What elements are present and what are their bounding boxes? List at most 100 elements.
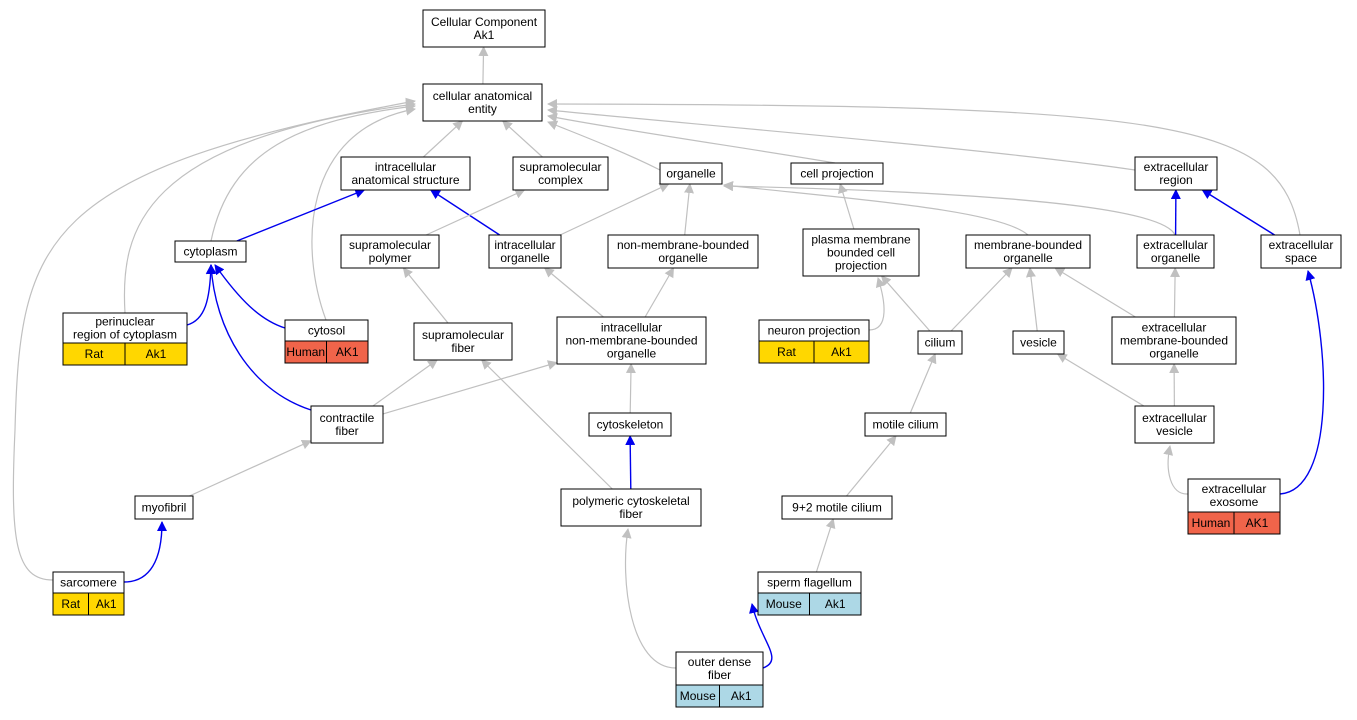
node-label: membrane-bounded (1120, 334, 1228, 348)
node-c92[interactable]: 9+2 motile cilium (781, 495, 893, 520)
edge-nmbo-to-org (684, 183, 694, 236)
species-cell: Rat (61, 597, 80, 611)
node-box (1136, 234, 1215, 269)
edge-cytosol-to-cae (311, 105, 416, 321)
node-label: fiber (619, 507, 642, 521)
edge-cilium-to-pmbcp (880, 275, 931, 332)
gene-cell-bg (813, 340, 870, 364)
node-label: non-membrane-bounded (617, 238, 749, 252)
edge-ias-to-cae (422, 120, 464, 158)
node-mc[interactable]: motile cilium (864, 412, 947, 437)
node-label: cell projection (800, 167, 873, 181)
node-box (422, 83, 543, 122)
node-label: cytosol (308, 324, 345, 338)
node-cp[interactable]: cell projection (790, 162, 884, 185)
species-cell: Rat (85, 347, 104, 361)
gene-cell: Ak1 (96, 597, 117, 611)
node-inmbo[interactable]: intracellularnon-membrane-boundedorganel… (556, 316, 707, 365)
edge-vesicle-to-mbo (1025, 267, 1038, 332)
edge-sarc-to-myo (123, 521, 167, 583)
node-label: exosome (1210, 495, 1259, 509)
node-box (556, 316, 707, 365)
node-cyto[interactable]: cytoplasm (174, 240, 247, 263)
species-cell: Rat (777, 345, 796, 359)
species-cell: Human (1192, 516, 1231, 530)
edge-np-to-pmbcp (868, 277, 886, 331)
node-label: Ak1 (474, 28, 495, 42)
node-label: complex (538, 173, 583, 187)
node-label: intracellular (494, 238, 555, 252)
node-box (340, 156, 471, 191)
node-org[interactable]: organelle (659, 162, 723, 185)
edge-inmbo-to-nmbo (644, 267, 675, 318)
edge-odf-to-sf (749, 603, 773, 669)
node-box (588, 412, 672, 437)
node-vesicle[interactable]: vesicle (1012, 330, 1065, 355)
node-label: perinuclear (95, 315, 154, 329)
node-label: extracellular (1202, 482, 1267, 496)
node-label: motile cilium (872, 418, 938, 432)
node-label: organelle (1149, 347, 1199, 361)
node-label: cilium (925, 336, 956, 350)
node-label: cellular anatomical (433, 89, 532, 103)
node-myo[interactable]: myofibril (134, 495, 194, 520)
node-box (560, 488, 702, 527)
edge-io-to-org (559, 183, 670, 236)
edge-embo-to-mbo (1054, 267, 1136, 318)
edge-pcf-to-smf (480, 359, 613, 490)
node-box (1111, 316, 1237, 365)
node-label: region of cytoplasm (73, 328, 177, 342)
node-box (917, 330, 963, 355)
edge-smc-to-cae (502, 120, 543, 158)
edge-cilium-to-mbo (950, 267, 1013, 332)
node-label: extracellular (1269, 238, 1334, 252)
edge-cf-to-smf (372, 359, 438, 407)
node-box (134, 495, 194, 520)
edge-cae-to-root (478, 46, 489, 85)
node-csk[interactable]: cytoskeleton (588, 412, 672, 437)
node-box (310, 405, 384, 444)
node-box (607, 234, 759, 269)
node-label: projection (835, 259, 887, 273)
gene-cell: Ak1 (831, 345, 852, 359)
gene-cell: Ak1 (146, 347, 167, 361)
edge-cytosol-to-cyto (214, 264, 286, 329)
node-box (340, 234, 440, 269)
node-label: vesicle (1020, 336, 1057, 350)
edge-pcf-to-csk (625, 435, 636, 490)
node-label: organelle (607, 347, 657, 361)
node-cilium[interactable]: cilium (917, 330, 963, 355)
gene-cell: Ak1 (731, 689, 752, 703)
node-label: polymer (369, 251, 412, 265)
gene-cell: AK1 (1246, 516, 1269, 530)
edge-c92-to-mc (846, 435, 897, 497)
edge-prc-to-cae (123, 100, 416, 314)
gene-cell: AK1 (336, 345, 359, 359)
node-box (488, 234, 562, 269)
edge-prc-to-cyto (186, 264, 216, 326)
